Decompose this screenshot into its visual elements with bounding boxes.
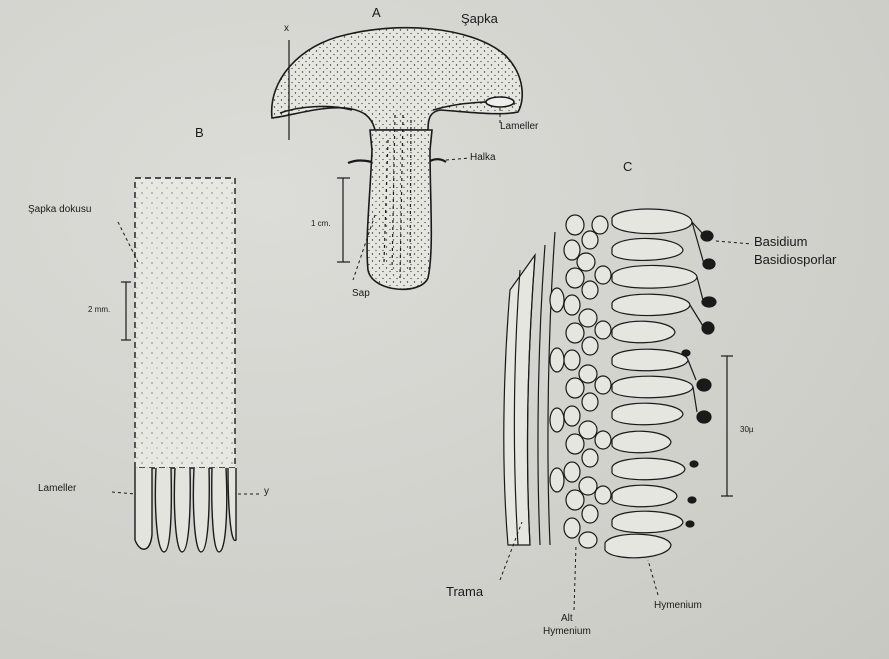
- label-basidiosporlar: Basidiosporlar: [754, 253, 836, 266]
- label-scale-b: 2 mm.: [88, 306, 110, 314]
- label-sap: Sap: [352, 289, 370, 299]
- cap-tissue-block: [112, 178, 262, 552]
- hymenium-basidia: [605, 209, 697, 558]
- leader-hymenium: [648, 560, 658, 595]
- label-hymenium: Hymenium: [654, 601, 702, 611]
- hymenium-section: [500, 209, 752, 610]
- label-basidium: Basidium: [754, 235, 807, 248]
- leader-alt-hymenium: [574, 545, 576, 610]
- panel-label-a: A: [372, 6, 381, 19]
- mushroom-cap: [272, 28, 523, 130]
- label-y: y: [264, 487, 269, 497]
- label-lameller-b: Lameller: [38, 484, 76, 494]
- label-alt: Alt: [561, 614, 573, 624]
- label-x: x: [284, 24, 289, 34]
- panel-label-c: C: [623, 160, 632, 173]
- label-scale-a: 1 cm.: [311, 220, 331, 228]
- scale-bar-b: [121, 282, 131, 340]
- label-halka: Halka: [470, 153, 496, 163]
- label-trama: Trama: [446, 585, 483, 598]
- label-alt-hymenium: Hymenium: [543, 627, 591, 637]
- leader-halka: [446, 158, 470, 160]
- leader-basidium: [716, 241, 752, 244]
- scale-bar-a: [337, 178, 350, 262]
- label-sapka-dokusu: Şapka dokusu: [28, 205, 91, 215]
- label-scale-c: 30µ: [740, 426, 754, 434]
- scale-bar-c: [721, 356, 733, 496]
- leader-lameller-b: [112, 492, 136, 494]
- label-lameller-a: Lameller: [500, 122, 538, 132]
- gill-row: [135, 468, 236, 552]
- mushroom-stem: [367, 130, 432, 289]
- basidiospores: [682, 222, 716, 527]
- subhymenium-cells: [550, 215, 611, 548]
- panel-label-b: B: [195, 126, 204, 139]
- trama-cells: [504, 232, 555, 545]
- label-sapka: Şapka: [461, 12, 498, 25]
